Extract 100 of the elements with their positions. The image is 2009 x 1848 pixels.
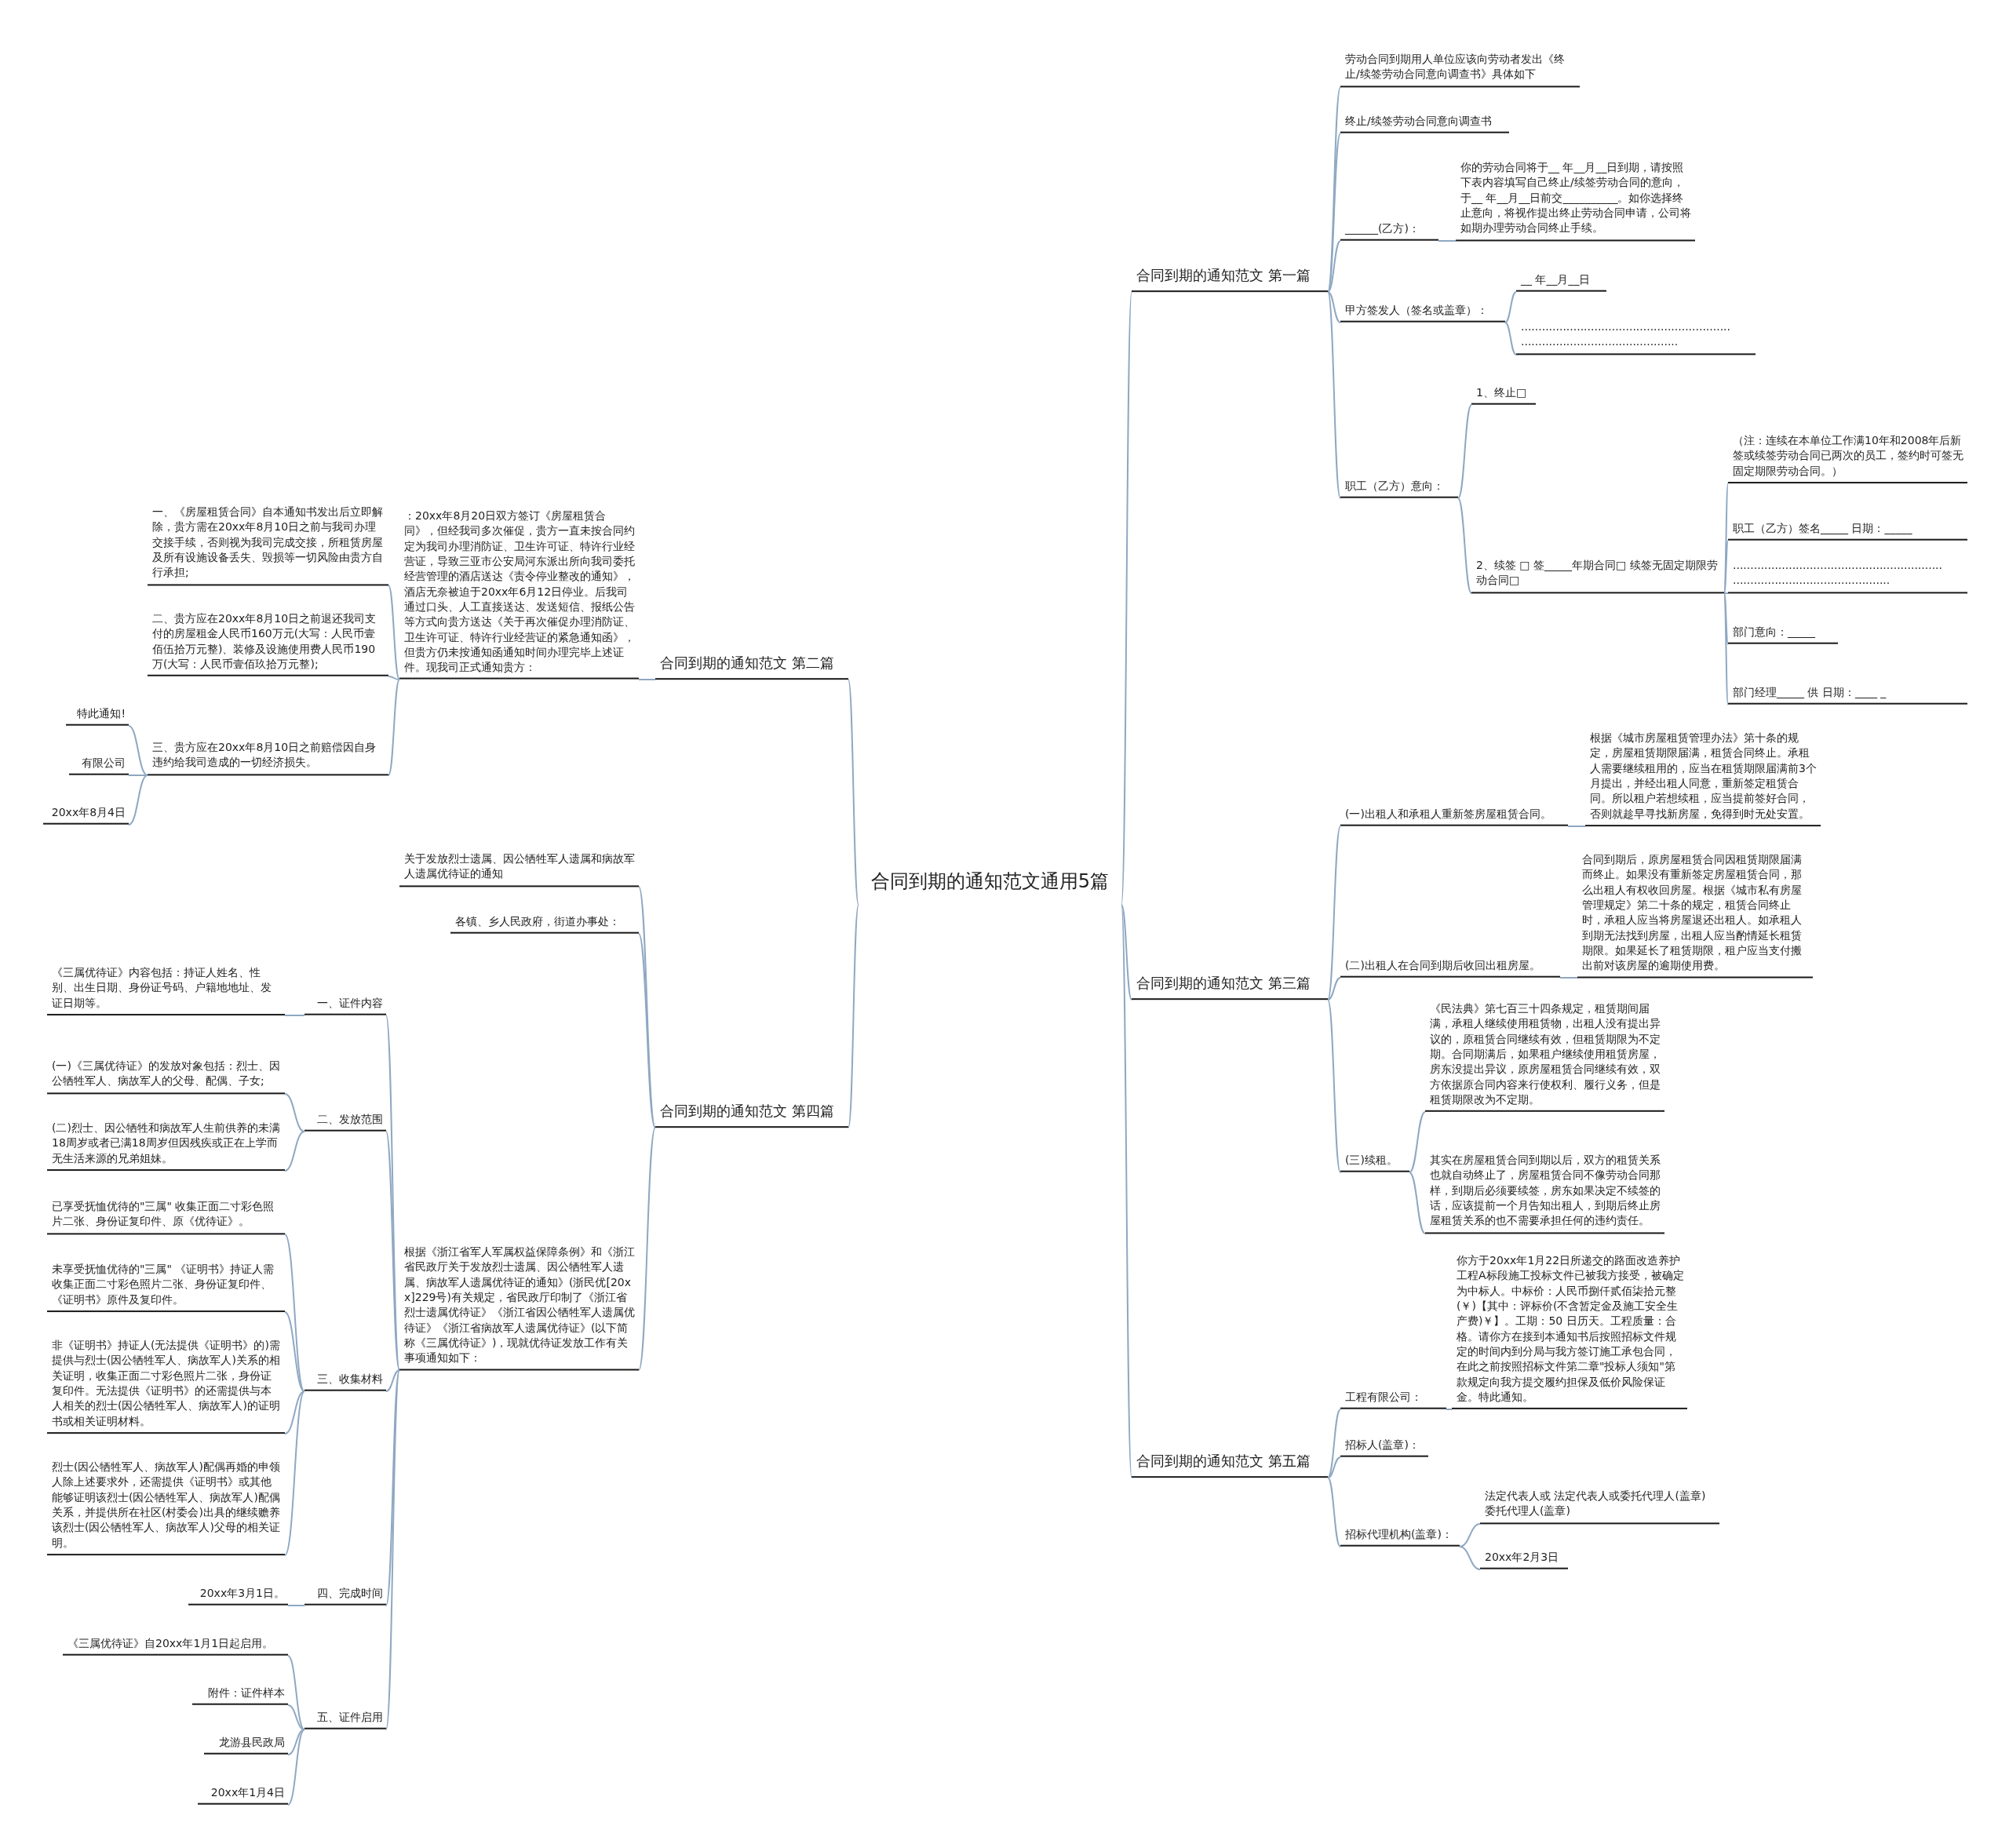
subtopic: 20xx年1月4日 — [198, 1784, 288, 1805]
connector-line — [284, 1234, 305, 1392]
connector-line — [638, 933, 656, 1128]
connector-line — [638, 679, 656, 680]
subtopic: (二)烈士、因公牺牲和病故军人生前供养的未满18周岁或者已满18周岁但因残疾或正在上学而无生活来源的兄弟姐妹。 — [47, 1121, 285, 1171]
subtopic: 附件：证件样本 — [192, 1685, 288, 1705]
connector-line — [128, 775, 148, 826]
branch-topic: 合同到期的通知范文 第五篇 — [1132, 1452, 1328, 1478]
subtopic: 甲方签发人（签名或盖章）： — [1340, 302, 1505, 323]
subtopic: 工程有限公司： — [1340, 1389, 1446, 1409]
connector-line — [1457, 498, 1472, 594]
subtopic: 你的劳动合同将于__ 年__月__日到期，请按照下表内容填写自己终止/续签劳动合同的意向，于__ 年__月__日前交__________。如你选择终止意向，将视作提出终止劳动合同申请，公司将如期办理劳动合同终止手续。 — [1456, 160, 1695, 241]
subtopic: 四、完成时间 — [304, 1585, 386, 1606]
subtopic: 招标代理机构(盖章)： — [1340, 1526, 1460, 1547]
subtopic: 2、续签 □ 签_____年期合同□ 续签无固定期限劳动合同□ — [1471, 558, 1724, 593]
connector-line — [1504, 322, 1517, 355]
connector-line — [287, 1729, 305, 1806]
branch-topic: 合同到期的通知范文 第四篇 — [655, 1102, 848, 1128]
connector-line — [1327, 826, 1341, 1001]
connector-line — [1327, 291, 1341, 323]
connector-line — [284, 1311, 305, 1392]
subtopic: 一、《房屋租赁合同》自本通知书发出后立即解除，贵方需在20xx年8月10日之前与我司办理交接手续，否则视为我司完成交接，所租赁房屋及所有设施设备丢失、毁损等一切风险由贵方自行承担; — [148, 505, 388, 585]
subtopic: 未享受抚恤优待的"三属" 《证明书》持证人需收集正面二寸彩色照片二张、身份证复印件、《证明书》原件及复印件。 — [47, 1262, 285, 1312]
subtopic: （注：连续在本单位工作满10年和2008年后新签或续签劳动合同已两次的员工，签约时可签无固定期限劳动合同。） — [1728, 433, 1967, 483]
connector-line — [388, 679, 400, 776]
connector-line — [287, 1655, 305, 1730]
subtopic: 一、证件内容 — [304, 995, 386, 1015]
subtopic: 各镇、乡人民政府，街道办事处： — [450, 913, 639, 934]
connector-line — [1327, 133, 1341, 293]
subtopic: 有限公司 — [69, 755, 129, 775]
subtopic: 根据《浙江省军人军属权益保障条例》和《浙江省民政厅关于发放烈士遗属、因公牺牲军人遗属、病故军人遗属优待证的通知》(浙民优[20xx]229号)有关规定，省民政厅印制了《浙江省烈士遗属优待证》《浙江省因公牺牲军人遗属优待证》《浙江省病故军人遗属优待证》(以下简称《三属优待证》)，现就优待证发放工作有关事项通知如下： — [399, 1244, 639, 1370]
connector-line — [848, 904, 859, 1128]
connector-line — [1327, 240, 1341, 293]
connector-line — [388, 676, 400, 680]
connector-line — [388, 585, 400, 680]
subtopic: (三)续租。 — [1340, 1152, 1409, 1172]
subtopic: 20xx年3月1日。 — [188, 1585, 288, 1606]
subtopic: 招标人(盖章)： — [1340, 1437, 1428, 1457]
subtopic: 特此通知! — [66, 705, 129, 726]
subtopic: 已享受抚恤优待的"三属" 收集正面二寸彩色照片二张、身份证复印件、原《优待证》。 — [47, 1199, 285, 1234]
connector-line — [1459, 1523, 1481, 1547]
connector-line — [1446, 1409, 1453, 1410]
connector-line — [128, 775, 148, 776]
subtopic: 《三属优待证》内容包括：持证人姓名、性别、出生日期、身份证号码、户籍地地址、发证日期等。 — [47, 965, 285, 1015]
subtopic: 二、贵方应在20xx年8月10日之前退还我司支付的房屋租金人民币160万元(大写：人民币壹佰伍拾万元整)、装修及设施使用费人民币190万(大写：人民币壹佰玖拾万元整); — [148, 611, 388, 676]
connector-line — [1438, 240, 1457, 242]
connector-line — [1327, 1477, 1341, 1547]
connector-line — [1327, 1409, 1341, 1478]
subtopic: 其实在房屋租赁合同到期以后，双方的租赁关系也就自动终止了，房屋租赁合同不像劳动合同那样，到期后必须要续签，房东如果决定不续签的话，应该提前一个月告知出租人，到期后终止房屋租赁关系的也不需要承担任何的违约责任。 — [1425, 1153, 1664, 1234]
subtopic: 根据《城市房屋租赁管理办法》第十条的规定，房屋租赁期限届满，租赁合同终止。承租人需要继续租用的，应当在租赁期限届满前3个月提出，并经出租人同意，重新签定租赁合同。所以租户若想续租，应当提前签好合同，否则就趁早寻找新房屋，免得到时无处安置。 — [1585, 731, 1821, 826]
connector-line — [385, 1369, 400, 1606]
connector-line — [284, 1015, 305, 1016]
subtopic: (一)出租人和承租人重新签房屋租赁合同。 — [1340, 806, 1568, 826]
connector-line — [1723, 540, 1729, 594]
connector-line — [1723, 592, 1729, 594]
connector-line — [638, 886, 656, 1128]
central-topic: 合同到期的通知范文通用5篇 — [859, 869, 1121, 905]
connector-line — [1723, 592, 1729, 645]
subtopic: (一)《三属优待证》的发放对象包括：烈士、因公牺牲军人、病故军人的父母、配偶、子女; — [47, 1059, 285, 1094]
branch-topic: 合同到期的通知范文 第一篇 — [1132, 266, 1328, 292]
subtopic: 二、发放范围 — [304, 1111, 386, 1132]
subtopic: (二)出租人在合同到期后收回出租房屋。 — [1340, 957, 1560, 978]
subtopic: 合同到期后，原房屋租赁合同因租赁期限届满而终止。如果没有重新签定房屋租赁合同，那么出租人有权收回房屋。根据《城市私有房屋管理规定》第二十条的规定，租赁合同终止时，承租人应当将房屋退还出租人。如承租人到期无法找到房屋，出租人应当酌情延长租赁期限。如果延长了租赁期限，租户应当支付搬出前对该房屋的逾期使用费。 — [1577, 851, 1813, 978]
subtopic: 20xx年2月3日 — [1480, 1549, 1568, 1569]
subtopic: 部门意向：_____ — [1728, 624, 1838, 644]
subtopic: ：20xx年8月20日双方签订《房屋租赁合同》，但经我司多次催促，贵方一直未按合同约定为我司办理消防证、卫生许可证、特许行业经营证，导致三亚市公安局河东派出所向我司委托经营管理的酒店送达《责令停业整改的通知》，酒店无奈被迫于20xx年6月12日停业。后我司通过口头、人工直接送达、发送短信、报纸公告等方式向贵方送达《关于再次催促办理消防证、卫生许可证、特许行业经营证的紧急通知函》，但贵方仍未按通知函通知时间办理完毕上述证件。现我司正式通知贵方： — [399, 508, 639, 680]
subtopic: 《民法典》第七百三十四条规定，租赁期间届满，承租人继续使用租赁物，出租人没有提出异议的，原租赁合同继续有效，但租赁期限为不定期。合同期满后，如果租户继续使用租赁房屋，房东没提出异议，原房屋租赁合同继续有效，双方依据原合同内容来行使权利、履行义务，但是租赁期限改为不定期。 — [1425, 1001, 1664, 1112]
subtopic: 20xx年8月4日 — [43, 804, 129, 825]
subtopic: 《三属优待证》自20xx年1月1日起启用。 — [63, 1635, 288, 1656]
connector-line — [1504, 291, 1517, 323]
connector-line — [1327, 291, 1341, 499]
connector-line — [1121, 291, 1132, 906]
connector-line — [284, 1093, 305, 1132]
connector-line — [1121, 904, 1132, 1478]
subtopic: ............................................................ ............................................. — [1516, 319, 1756, 355]
subtopic: 烈士(因公牺牲军人、病故军人)配偶再婚的申领人除上述要求外，还需提供《证明书》或其他能够证明该烈士(因公牺牲军人、病故军人)配偶关系，并提供所在社区(村委会)出具的继续赡养该烈士(因公牺牲军人、病故军人)父母的相关证明。 — [47, 1460, 285, 1555]
connector-line — [1121, 904, 1132, 1001]
connector-line — [385, 1369, 400, 1392]
subtopic: 你方于20xx年1月22日所递交的路面改造养护工程A标段施工投标文件已被我方接受，被确定为中标人。中标价：人民币捌仟贰佰柒拾元整(￥)【其中：评标价(不含暂定金及施工安全生产费)￥】。工期：50 日历天。工程质量：合格。请你方在接到本通知书后按照招标文件规定的时间内到分局与我方签订施工承包合同，在此之前按照招标文件第二章"投标人须知"第款规定向我方提交履约担保及低价风险保证金。特此通知。 — [1452, 1252, 1687, 1409]
connector-line — [638, 1127, 656, 1371]
connector-line — [1327, 1456, 1341, 1478]
subtopic: ______(乙方)： — [1340, 221, 1438, 241]
connector-line — [287, 1605, 305, 1606]
connector-line — [848, 679, 859, 906]
branch-topic: 合同到期的通知范文 第三篇 — [1132, 974, 1328, 1000]
subtopic: 部门经理_____ 供 日期：____ _ — [1728, 684, 1967, 705]
subtopic: 劳动合同到期用人单位应该向劳动者发出《终止/续签劳动合同意向调查书》具体如下 — [1340, 52, 1580, 87]
connector-line — [284, 1391, 305, 1556]
connector-line — [1409, 1111, 1426, 1173]
connector-line — [1559, 977, 1578, 979]
subtopic: 五、证件启用 — [304, 1709, 386, 1730]
connector-line — [287, 1704, 305, 1730]
subtopic: 三、收集材料 — [304, 1371, 386, 1391]
connector-line — [385, 1131, 400, 1371]
subtopic: 龙游县民政局 — [204, 1734, 288, 1755]
connector-line — [1327, 977, 1341, 1001]
subtopic: 三、贵方应在20xx年8月10日之前赔偿因自身违约给我司造成的一切经济损失。 — [148, 740, 388, 775]
connector-line — [1567, 826, 1586, 827]
connector-line — [287, 1729, 305, 1755]
connector-line — [1457, 404, 1472, 499]
